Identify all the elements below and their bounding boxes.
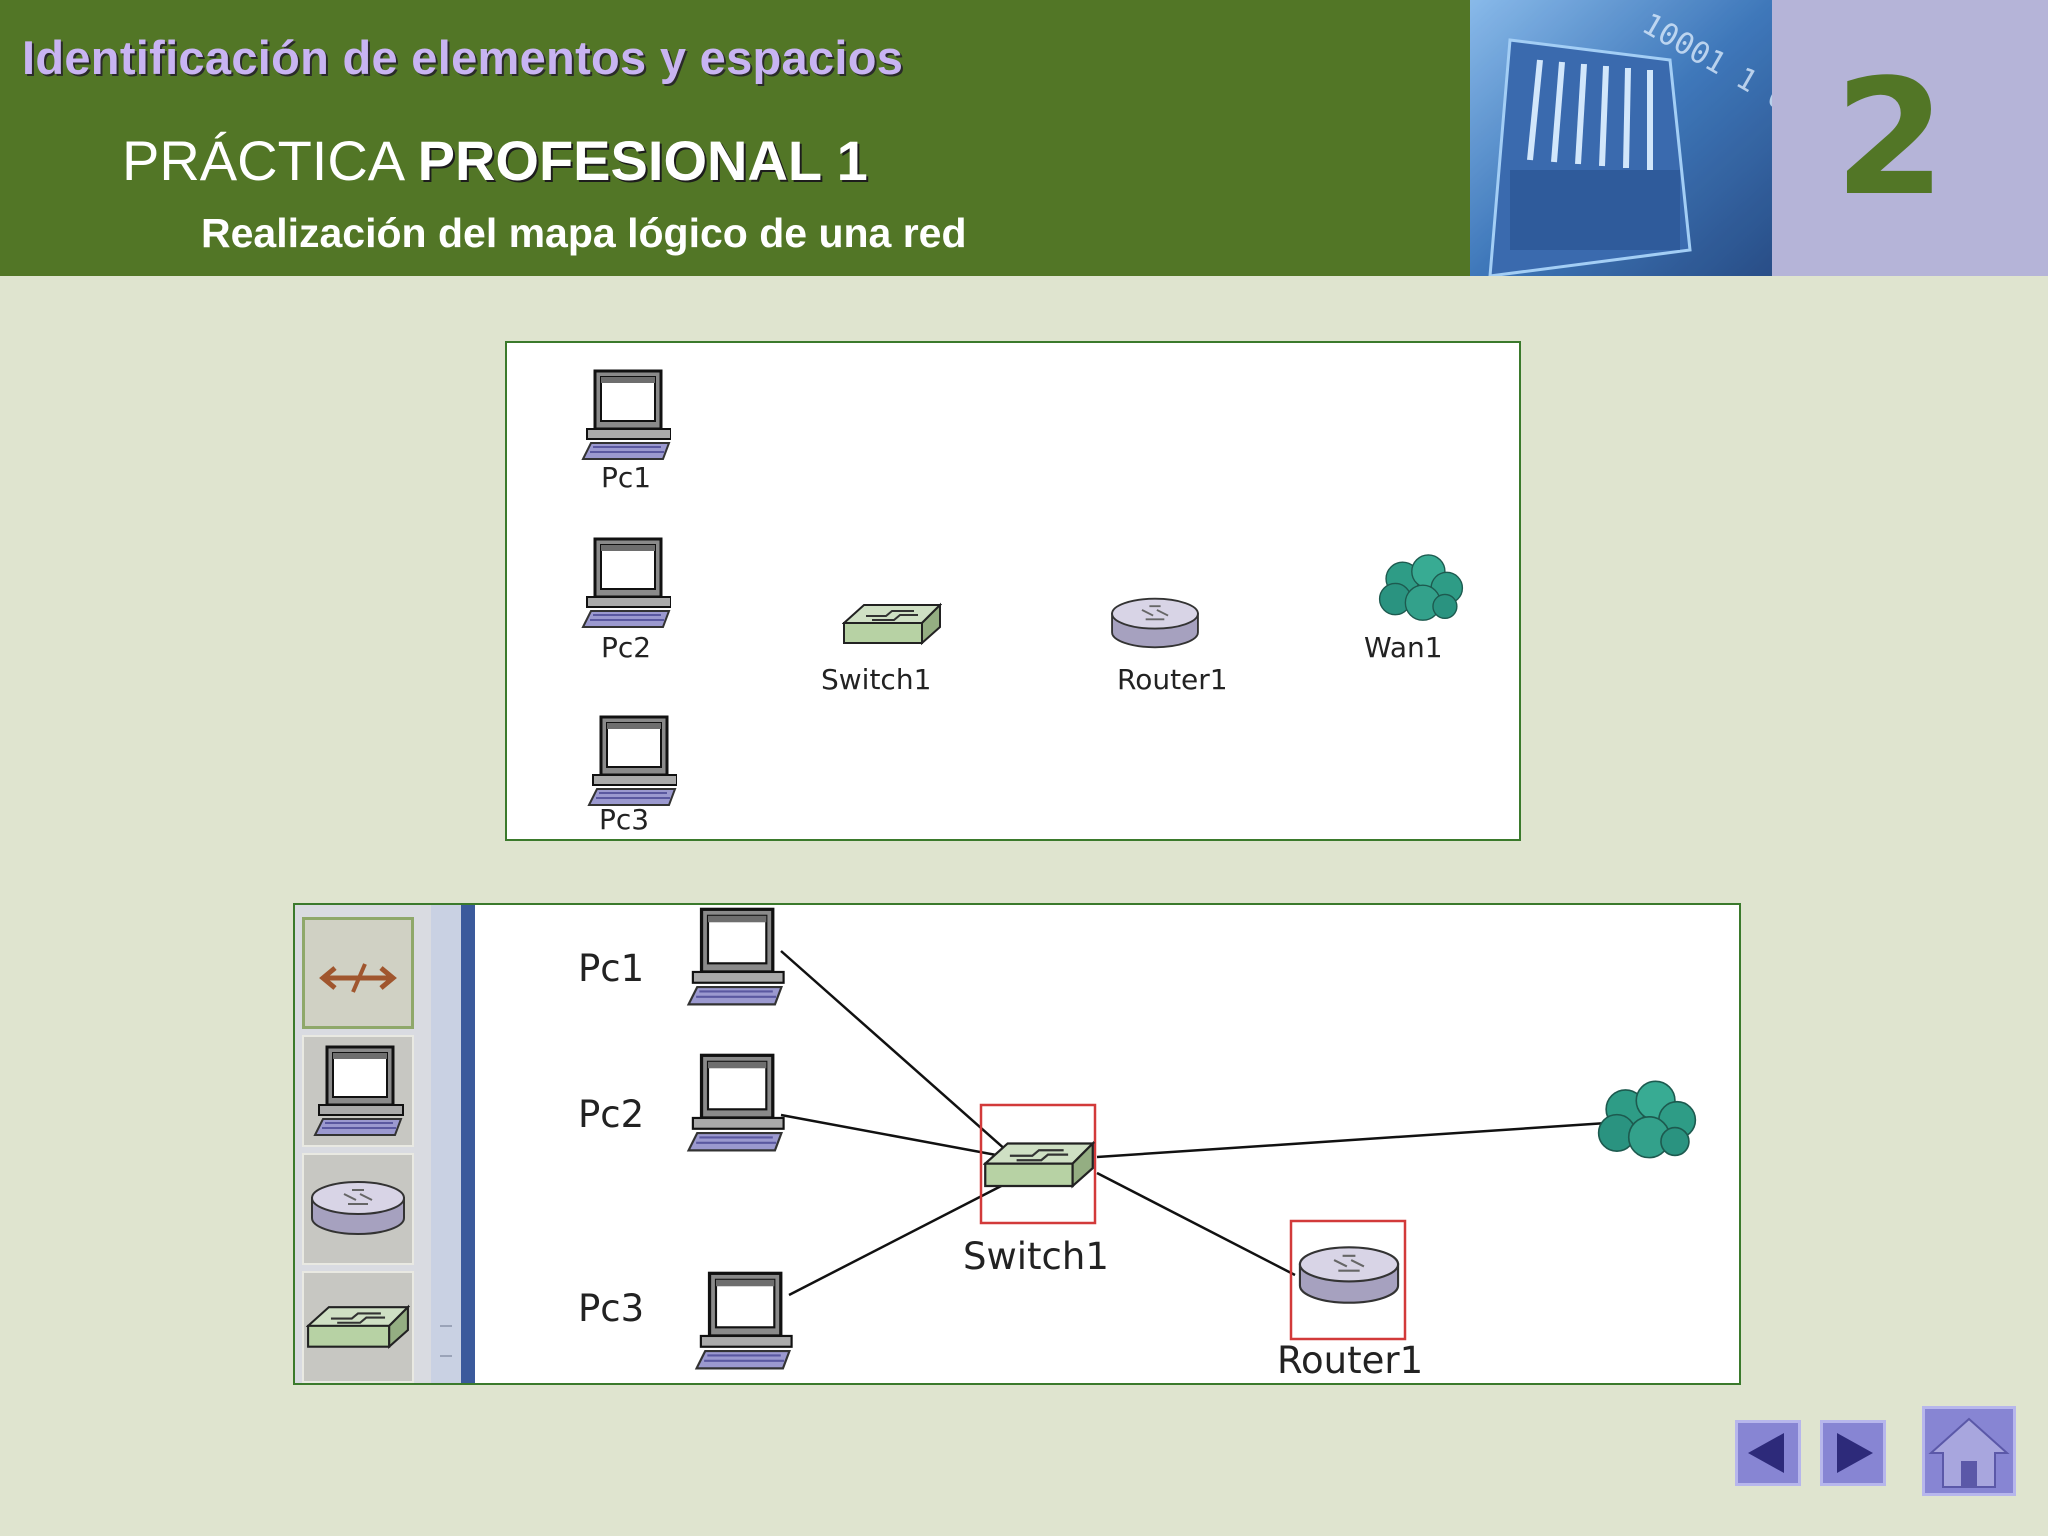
link-switch-wan (1096, 1121, 1608, 1159)
connection-tool-button[interactable] (302, 917, 414, 1029)
network-links (780, 950, 1608, 1297)
device-layout-diagram: Pc1 Pc2 Pc3 Switch1 Router1 Wan1 (505, 341, 1521, 841)
wan1-cloud-icon (1378, 554, 1464, 621)
device-toolbar (295, 905, 431, 1383)
scrollbar-grip[interactable] (440, 1325, 452, 1357)
network-connector-image: 10001 1 0 (1470, 0, 1772, 276)
link-switch-router (1096, 1171, 1296, 1277)
network-editor-screenshot: Pc1 Pc2 Pc3 Switch1 Router1 (293, 903, 1741, 1385)
link-pc3-switch (788, 1181, 1008, 1297)
pc3-label: Pc3 (599, 803, 650, 836)
pc1-icon (686, 907, 786, 1007)
practice-bold: PROFESIONAL 1 (417, 129, 868, 192)
pc1-label: Pc1 (601, 461, 652, 494)
practice-title: PRÁCTICA PROFESIONAL 1 (122, 128, 868, 193)
wan-cloud-icon (1597, 1080, 1697, 1159)
router1-icon (1111, 597, 1199, 649)
pc3-label: Pc3 (578, 1287, 645, 1330)
router1-label: Router1 (1117, 663, 1228, 696)
router1-icon (1298, 1246, 1400, 1304)
arrow-right-icon (1837, 1433, 1873, 1473)
wan1-label: Wan1 (1364, 631, 1443, 664)
pc2-label: Pc2 (601, 631, 652, 664)
switch1-label: Switch1 (963, 1235, 1109, 1278)
pc3-icon (694, 1271, 794, 1371)
switch1-icon (843, 604, 941, 644)
toolbar-scrollbar[interactable] (431, 905, 461, 1383)
switch-tool-button[interactable] (302, 1271, 414, 1383)
pc3-icon (587, 715, 677, 807)
pc1-label: Pc1 (578, 947, 645, 990)
pc1-icon (581, 369, 671, 461)
previous-slide-button[interactable] (1735, 1420, 1801, 1486)
connection-arrow-icon (319, 963, 397, 993)
router1-selection-box (1289, 1219, 1407, 1341)
arrow-left-icon (1748, 1433, 1784, 1473)
next-slide-button[interactable] (1820, 1420, 1886, 1486)
router-tool-button[interactable] (302, 1153, 414, 1265)
pc2-label: Pc2 (578, 1093, 645, 1136)
house-icon (1928, 1417, 2010, 1488)
chapter-number: 2 (1834, 44, 1946, 231)
home-button[interactable] (1922, 1406, 2016, 1496)
header-bar: Identificación de elementos y espacios P… (0, 0, 1470, 276)
pc2-icon (581, 537, 671, 629)
pc2-icon (686, 1053, 786, 1153)
switch1-label: Switch1 (821, 663, 932, 696)
practice-subtitle: Realización del mapa lógico de una red (201, 210, 967, 256)
link-pc1-switch (780, 950, 1008, 1152)
section-title: Identificación de elementos y espacios (22, 31, 904, 84)
practice-prefix: PRÁCTICA (122, 129, 418, 192)
router1-label: Router1 (1277, 1339, 1424, 1382)
toolbar-divider (461, 905, 475, 1383)
link-pc2-switch (780, 1113, 1008, 1159)
switch1-selection-box (979, 1103, 1097, 1225)
chapter-panel: 2 (1772, 0, 2048, 276)
pc-tool-button[interactable] (302, 1035, 414, 1147)
switch1-icon (984, 1142, 1094, 1188)
